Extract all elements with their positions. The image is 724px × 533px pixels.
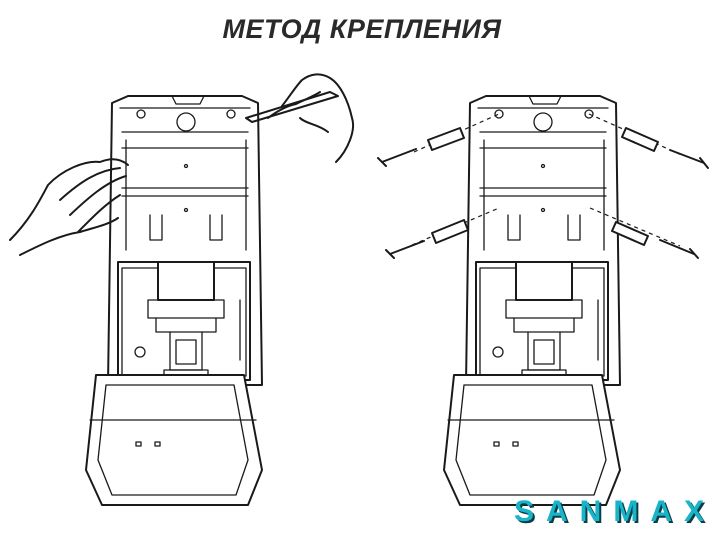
hand-icon: [9, 158, 129, 256]
brand-logo-text: SANMAX: [513, 495, 716, 528]
guide-line: [589, 207, 681, 247]
screw-icon: [377, 148, 709, 259]
left-dispenser: [85, 95, 263, 506]
pencil-hand-icon: [245, 73, 354, 163]
page-title: МЕТОД КРЕПЛЕНИЯ: [222, 14, 502, 44]
brand-logo: SANMAX: [510, 493, 720, 531]
dowel-icon: [427, 127, 659, 246]
right-dispenser: [443, 95, 621, 506]
